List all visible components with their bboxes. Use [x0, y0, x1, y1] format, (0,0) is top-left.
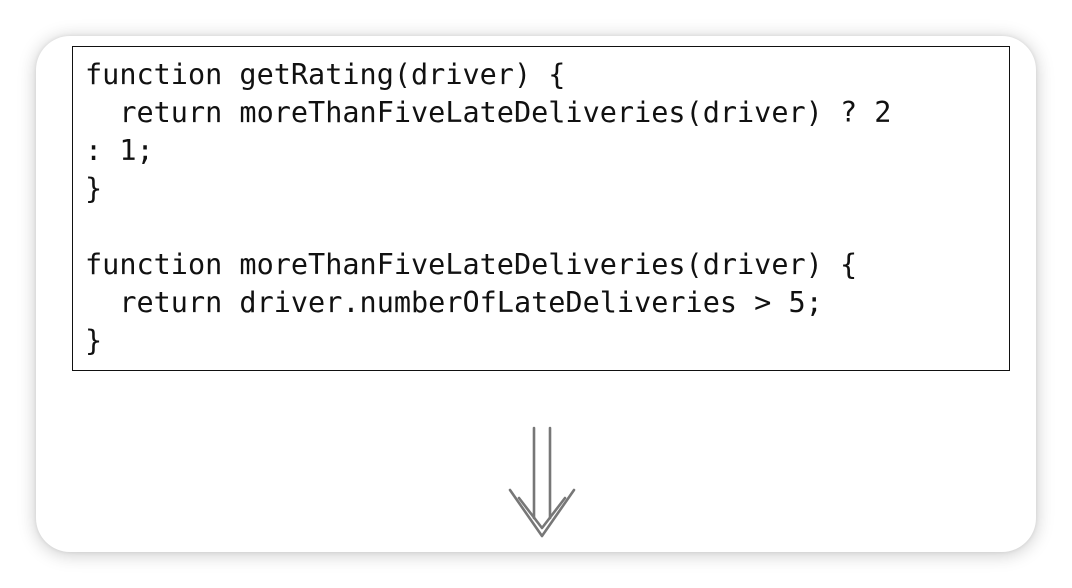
code-line-7: return driver.numberOfLateDeliveries > 5… — [85, 286, 823, 319]
code-line-1: function getRating(driver) { — [85, 58, 566, 91]
code-block: function getRating(driver) { return more… — [72, 46, 1010, 371]
code-line-3: : 1; — [85, 134, 154, 167]
code-line-4: } — [85, 172, 103, 205]
code-line-6: function moreThanFiveLateDeliveries(driv… — [85, 248, 858, 281]
code-line-8: } — [85, 324, 103, 357]
code-line-2: return moreThanFiveLateDeliveries(driver… — [85, 96, 892, 129]
double-down-arrow-icon — [508, 426, 576, 538]
